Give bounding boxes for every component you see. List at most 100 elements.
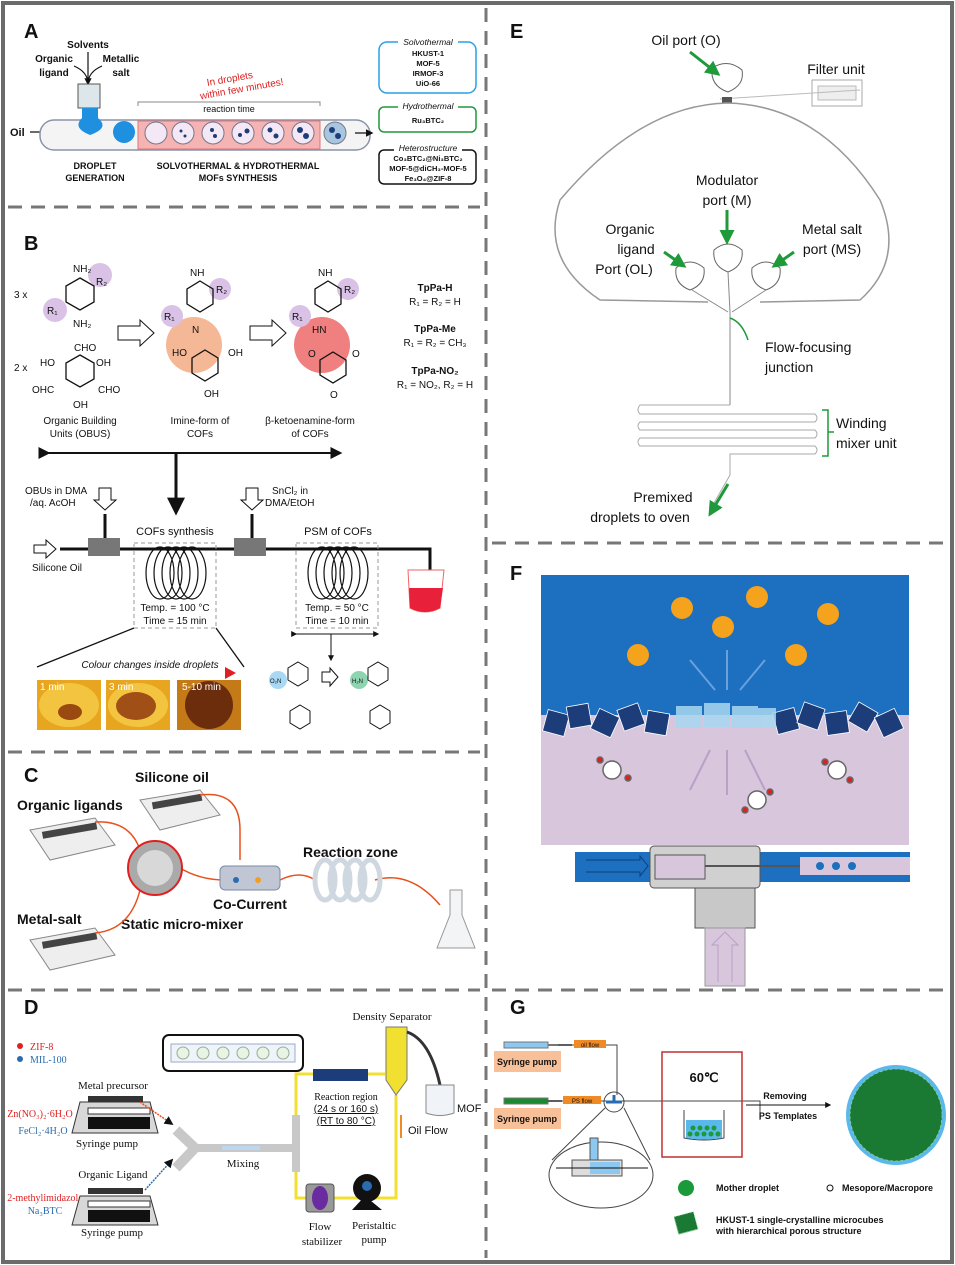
mesopore-icon bbox=[826, 1184, 834, 1192]
ps-flow-label: PS flow bbox=[572, 1099, 593, 1105]
o-label: O bbox=[352, 349, 360, 360]
panel-label: E bbox=[510, 21, 523, 43]
reaction-arrow bbox=[249, 318, 287, 348]
multiplier-label: 2 x bbox=[14, 363, 27, 374]
obus-label: Organic Building bbox=[43, 416, 116, 427]
syringe-pump-label: Syringe pump bbox=[76, 1138, 139, 1150]
psm-label: PSM of COFs bbox=[304, 526, 372, 538]
box-item: Co₃BTC₂@Ni₃BTC₂ bbox=[393, 154, 462, 163]
keto-label: β-ketoenamine-form bbox=[265, 416, 355, 427]
metal-precursor-label: Metal precursor bbox=[78, 1080, 148, 1092]
variant-name: TpPa-Me bbox=[414, 324, 456, 335]
syringe-pump-label: Syringe pump bbox=[497, 1114, 558, 1124]
solvothermal-title: Solvothermal bbox=[403, 37, 454, 47]
t-junction bbox=[88, 538, 120, 556]
obus-label: Units (OBUS) bbox=[50, 429, 111, 440]
oh-label: OH bbox=[73, 400, 88, 411]
hn-label: HN bbox=[312, 325, 326, 336]
organic-port-label: Organic bbox=[605, 221, 654, 237]
colour-changes-label: Colour changes inside droplets bbox=[81, 660, 218, 671]
co-current-label: Co-Current bbox=[213, 896, 287, 912]
variant-name: TpPa-H bbox=[418, 283, 453, 294]
r2-label: R₂ bbox=[216, 285, 227, 296]
panel-f: F bbox=[510, 563, 910, 987]
reaction-temp-label: (RT to 80 °C) bbox=[317, 1116, 376, 1127]
frame-label: 5-10 min bbox=[182, 682, 221, 693]
o2n-label: O₂N bbox=[270, 679, 281, 685]
box-item: IRMOF-3 bbox=[413, 69, 444, 78]
co-current-device bbox=[219, 865, 281, 891]
zn-label: Zn(NO₃)₂·6H₂O bbox=[7, 1109, 72, 1120]
mother-droplet-label: Mother droplet bbox=[716, 1183, 779, 1193]
filter-unit-label: Filter unit bbox=[807, 61, 865, 77]
reaction-zone-label: Reaction zone bbox=[303, 844, 398, 860]
syringe-pump-1 bbox=[494, 1051, 561, 1072]
cofs-synthesis-label: COFs synthesis bbox=[136, 526, 214, 538]
nh2-label: NH₂ bbox=[73, 264, 91, 275]
variant-def: R₁ = R₂ = CH₃ bbox=[403, 338, 466, 349]
nh-label: NH bbox=[318, 268, 332, 279]
ligand-label: ligand bbox=[39, 68, 68, 79]
droplet-frames bbox=[37, 680, 241, 730]
syringe-pump-2 bbox=[494, 1108, 561, 1129]
winding-mixer-label: Winding bbox=[836, 415, 887, 431]
imine-label: COFs bbox=[187, 429, 213, 440]
o-label: O bbox=[308, 349, 316, 360]
panel-dividers bbox=[8, 8, 948, 1258]
reaction-time-label: (24 s or 160 s) bbox=[314, 1104, 378, 1115]
mof-container bbox=[425, 1084, 455, 1116]
nh2-label: NH₂ bbox=[73, 319, 91, 330]
organic-port-label: Port (OL) bbox=[595, 261, 653, 277]
syringe-pump bbox=[139, 789, 221, 831]
temp-label: Temp. = 100 °C bbox=[140, 603, 209, 614]
panel-b: B 3 x 2 x NH₂ NH₂ R₂ R₁ CHO HO OH OHC CH… bbox=[14, 233, 473, 730]
syringe-pump bbox=[71, 1096, 159, 1134]
removing-label: Removing bbox=[763, 1091, 807, 1101]
hkust-label: with hierarchical porous structure bbox=[715, 1226, 862, 1236]
box-item: Ru₃BTC₂ bbox=[412, 116, 444, 125]
heterostructure-title: Heterostructure bbox=[399, 143, 458, 153]
panel-g: G Syringe pump Syringe pump oil flow PS … bbox=[494, 997, 946, 1236]
hydrothermal-title: Hydrothermal bbox=[402, 101, 454, 111]
flow-stabilizer-label: Flow bbox=[309, 1221, 332, 1233]
organic-port-label: ligand bbox=[617, 241, 654, 257]
panel-label: F bbox=[510, 563, 522, 585]
panel-e: E Oil port (O) Filter unit Modulator por… bbox=[510, 21, 897, 525]
box-item: HKUST-1 bbox=[412, 49, 444, 58]
o-label: O bbox=[330, 390, 338, 401]
salt-label: salt bbox=[112, 68, 130, 79]
obus-in-label: OBUs in DMA bbox=[25, 486, 88, 497]
reaction-region-label: Reaction region bbox=[314, 1092, 378, 1103]
box-item: MOF-5 bbox=[416, 59, 439, 68]
r1-label: R₁ bbox=[292, 312, 303, 323]
substrate-layer bbox=[541, 715, 909, 845]
oil-channel bbox=[554, 102, 890, 303]
organic-ligands-label: Organic ligands bbox=[17, 797, 123, 813]
flow-focusing-label: Flow-focusing bbox=[765, 339, 851, 355]
panel-a: A Solvents Organic ligand Metallic salt … bbox=[10, 21, 477, 185]
peristaltic-label: Peristaltic bbox=[352, 1220, 396, 1232]
r2-label: R₂ bbox=[96, 277, 107, 288]
solvents-label: Solvents bbox=[67, 40, 109, 51]
premixed-label: Premixed bbox=[633, 489, 692, 505]
r2-label: R₂ bbox=[344, 285, 355, 296]
ho-label: HO bbox=[40, 358, 55, 369]
temp-label: Temp. = 50 °C bbox=[305, 603, 369, 614]
winding-mixer-label: mixer unit bbox=[836, 435, 897, 451]
modulator-label: Modulator bbox=[696, 172, 759, 188]
variant-def: R₁ = R₂ = H bbox=[409, 297, 461, 308]
multiplier-label: 3 x bbox=[14, 290, 27, 301]
box-item: MOF-5@diCH₃-MOF-5 bbox=[389, 164, 466, 173]
frame-label: 1 min bbox=[40, 682, 64, 693]
metal-port-label: port (MS) bbox=[803, 241, 861, 257]
keto-label: of COFs bbox=[291, 429, 328, 440]
sncl-label: DMA/EtOH bbox=[265, 498, 314, 509]
oh-label: OH bbox=[96, 358, 111, 369]
syringe-pump bbox=[29, 817, 116, 861]
generation-label: GENERATION bbox=[65, 173, 124, 183]
mixing-label: Mixing bbox=[227, 1158, 260, 1170]
time-label: Time = 10 min bbox=[305, 616, 368, 627]
fe-label: FeCl₂·4H₂O bbox=[18, 1126, 67, 1137]
r1-label: R₁ bbox=[47, 306, 58, 317]
legend-dot bbox=[17, 1056, 23, 1062]
